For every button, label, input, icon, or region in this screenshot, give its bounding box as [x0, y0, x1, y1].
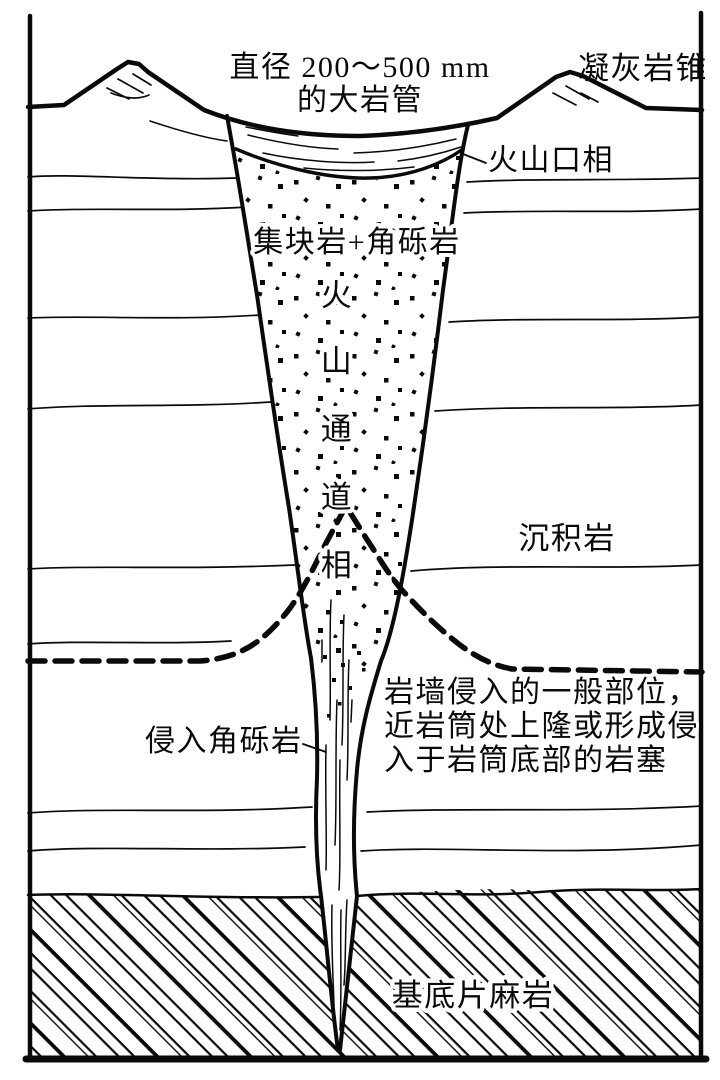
bedding-lines-right	[360, 177, 703, 852]
conduit-facies-char: 相	[321, 548, 354, 583]
conduit-facies-char: 道	[321, 480, 354, 515]
basement-top-line	[26, 887, 704, 899]
pipe-diameter-label-line2: 的大岩管	[297, 84, 423, 117]
ground-surface	[25, 59, 705, 139]
dike-level-dashed-line	[25, 503, 705, 675]
conduit-facies-label-vertical: 火 山 通 道 相	[317, 274, 356, 587]
crater-facies-label: 火山口相	[488, 144, 614, 177]
crater-floor-line	[234, 147, 465, 180]
neck-flow-streaks	[321, 599, 353, 1031]
dike-note-line2: 近岩筒处上隆或形成侵	[384, 710, 699, 743]
crater-facies-leader	[462, 153, 487, 164]
pipe-diameter-label-line1: 直径 200～500 mm	[229, 51, 490, 84]
tuff-cone-hachures	[106, 73, 599, 106]
conduit-facies-char: 火	[321, 278, 354, 313]
crater-fill-streaks	[149, 120, 462, 172]
conduit-facies-char: 通	[321, 412, 354, 447]
basement-gneiss-label: 基底片麻岩	[392, 978, 555, 1013]
conduit-breccia-fill	[236, 152, 461, 669]
conduit-facies-char: 山	[321, 344, 354, 379]
intrusive-breccia-leader	[302, 743, 327, 753]
basement-gneiss-body	[28, 889, 702, 1059]
dike-note-label: 岩墙侵入的一般部位， 近岩筒处上隆或形成侵 入于岩筒底部的岩塞	[381, 673, 701, 780]
intrusive-breccia-label: 侵入角砾岩	[145, 725, 303, 758]
bedding-lines-left	[27, 175, 313, 852]
sedimentary-rock-label: 沉积岩	[518, 521, 616, 556]
dike-note-line3: 入于岩筒底部的岩塞	[384, 744, 668, 777]
dike-note-line1: 岩墙侵入的一般部位，	[384, 676, 699, 709]
tuff-cone-label: 凝灰岩锥	[578, 51, 708, 86]
agglomerate-breccia-label: 集块岩+角砾岩	[253, 226, 460, 259]
conduit-wall-left	[225, 114, 340, 1052]
